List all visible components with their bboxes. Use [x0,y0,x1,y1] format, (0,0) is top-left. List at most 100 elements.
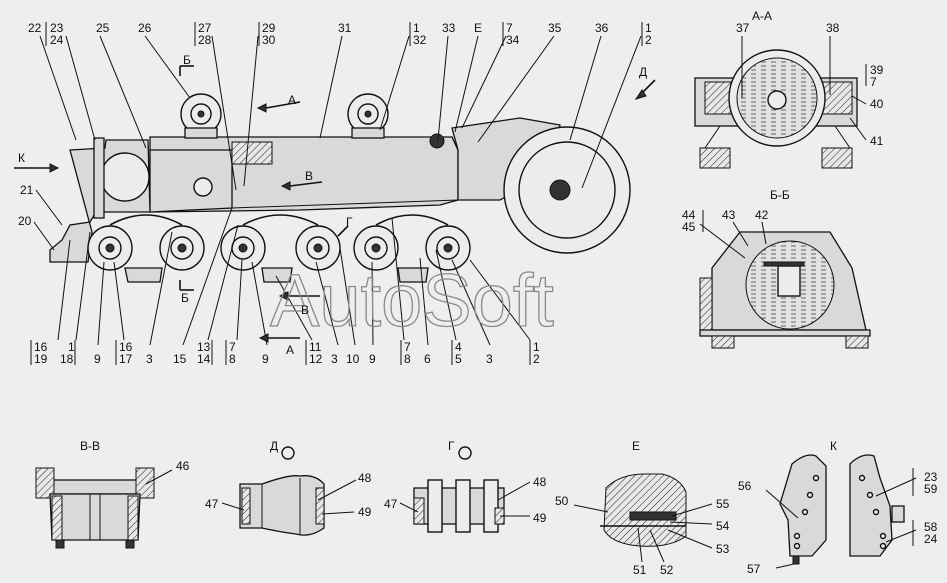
label-56: 56 [738,479,752,493]
label-24: 24 [50,33,64,47]
label-48b: 48 [533,475,547,489]
label-9b: 9 [262,352,269,366]
label-3c: 3 [486,352,493,366]
label-13: 13 [197,340,211,354]
view-arrows [14,65,656,343]
label-45: 45 [682,220,696,234]
label-5: 5 [455,352,462,366]
label-43: 43 [722,208,736,222]
label-1d: 1 [533,340,540,354]
rear-drum [100,152,150,202]
label-16a: 16 [34,340,48,354]
section-aa: А-А 37 38 39 7 40 41 [694,9,884,169]
label-53: 53 [716,542,730,556]
label-55: 55 [716,497,730,511]
label-39: 39 [870,63,884,77]
label-25: 25 [96,21,110,35]
label-41: 41 [870,134,884,148]
label-20: 20 [18,214,32,228]
label-18: 18 [60,352,74,366]
main-track-view [14,35,656,346]
watermark: AutoSoft [270,259,554,342]
main-bottom-labels: 16 19 1 18 9 16 17 3 15 13 14 7 8 9 11 1… [30,340,540,366]
frame-boss [193,177,213,197]
label-23b: 23 [924,470,938,484]
section-aa-title: А-А [752,9,772,23]
label-47a: 47 [205,497,219,511]
frame-insert [231,141,273,165]
detail-g-title: Г [448,439,455,453]
label-29: 29 [262,21,276,35]
label-1a: 1 [413,21,420,35]
label-9c: 9 [369,352,376,366]
label-46: 46 [176,459,190,473]
section-vv: В-В 46 [35,439,190,549]
label-28: 28 [198,33,212,47]
label-12: 12 [309,352,323,366]
label-57: 57 [747,562,761,576]
label-54: 54 [716,519,730,533]
label-37: 37 [736,21,750,35]
label-3b: 3 [331,352,338,366]
arrow-g-label: Г [346,215,353,229]
label-38: 38 [826,21,840,35]
label-e: Е [474,21,482,35]
label-19: 19 [34,352,48,366]
section-bb: Б-Б 44 45 43 42 [682,188,871,349]
label-51: 51 [633,563,647,577]
detail-e: Е 50 55 54 53 51 52 [555,439,730,577]
label-49a: 49 [358,505,372,519]
arrow-d-label: Д [639,65,647,79]
label-31: 31 [338,21,352,35]
leader-lines [33,35,642,346]
rear-plate [93,137,105,219]
arrow-v-bottom-label: В [301,303,309,317]
label-15: 15 [173,352,187,366]
label-21: 21 [20,183,34,197]
label-14: 14 [197,352,211,366]
label-30: 30 [262,33,276,47]
label-8b: 8 [404,352,411,366]
label-26: 26 [138,21,152,35]
label-42: 42 [755,208,769,222]
main-top-labels: 22 23 24 25 26 27 28 29 30 31 1 32 33 Е … [28,21,652,47]
section-vv-title: В-В [80,439,100,453]
detail-d-title: Д [270,439,278,453]
tube-end [429,133,445,149]
label-36: 36 [595,21,609,35]
section-bb-title: Б-Б [770,188,790,202]
arrow-letters: К А А Б Б В В Г Д [18,53,647,357]
label-47b: 47 [384,497,398,511]
view-k: К 56 57 23 59 58 24 [738,439,938,576]
rear-housing [149,149,233,213]
arrow-b-label: Б [183,53,191,67]
detail-g: Г 47 48 49 [384,439,547,533]
label-6: 6 [424,352,431,366]
label-22: 22 [28,21,42,35]
arrow-b-bottom-label: Б [181,291,189,305]
detail-d: Д 47 48 49 [205,439,372,536]
label-7a: 7 [506,21,513,35]
label-52: 52 [660,563,674,577]
balancer-links [109,214,449,226]
label-49b: 49 [533,511,547,525]
label-8a: 8 [229,352,236,366]
label-27: 27 [198,21,212,35]
label-34: 34 [506,33,520,47]
label-48a: 48 [358,471,372,485]
label-4: 4 [455,340,462,354]
arrow-k-label: К [18,151,25,165]
label-44: 44 [682,208,696,222]
lower-guards [124,267,429,283]
label-33: 33 [442,21,456,35]
main-left-labels: 21 20 [18,183,34,228]
support-roller-right [347,93,389,139]
label-24b: 24 [924,532,938,546]
idler-hub [549,179,571,201]
label-35: 35 [548,21,562,35]
arrow-a-bottom-label: А [286,343,294,357]
label-7b: 7 [229,340,236,354]
label-11: 11 [309,340,322,354]
label-40: 40 [870,97,884,111]
